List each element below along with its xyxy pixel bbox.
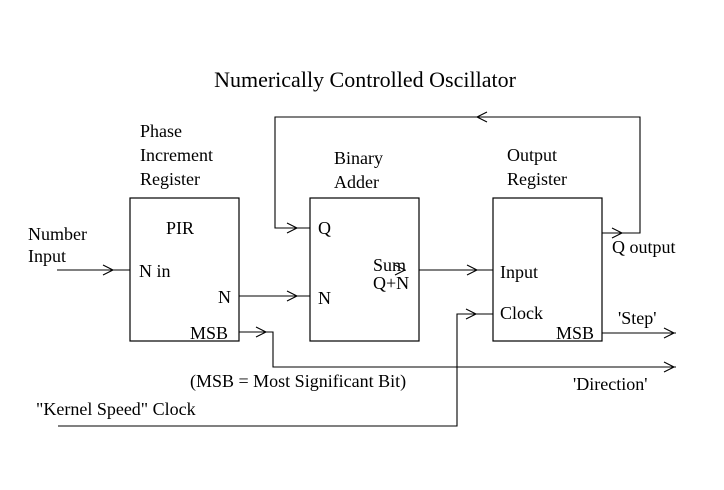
pir-port-n-in: N in [139,261,171,281]
output-register-port-input: Input [500,262,538,282]
output-register-block: Output Register Input Clock MSB [492,145,603,343]
arrow-step [663,327,676,339]
adder-port-sum: Sum [373,255,406,275]
wires [57,111,676,427]
arrow-feedback-top [475,111,488,123]
arrow-clock [465,308,478,320]
adder-caption-line-2: Adder [334,172,379,192]
arrow-feedback-q-in [286,222,299,234]
wire-feedback-q [274,116,641,234]
number-input-label-line-1: Number [28,224,87,244]
number-input-label-line-2: Input [28,246,66,266]
pir-box [129,197,240,342]
q-output-label: Q output [612,237,676,257]
adder-block: Binary Adder Q N Sum Q+N [309,148,420,342]
msb-note: (MSB = Most Significant Bit) [190,371,406,392]
adder-port-sum-formula: Q+N [373,273,409,293]
pir-port-n-out: N [218,287,231,307]
pir-port-msb: MSB [190,323,228,343]
output-register-port-clock: Clock [500,303,543,323]
output-register-port-msb: MSB [556,323,594,343]
pir-caption-line-1: Phase [140,121,182,141]
adder-box [309,197,420,342]
arrow-msb-direction-b [663,361,676,373]
adder-caption-line-1: Binary [334,148,383,168]
arrow-sum-to-input-a [394,264,407,276]
step-label: 'Step' [618,308,657,328]
pir-caption-line-2: Increment [140,145,213,165]
output-register-caption-line-2: Register [507,169,567,189]
adder-port-q: Q [318,218,331,238]
arrow-pir-to-adder-n [286,290,299,302]
arrow-msb-direction-a [255,326,268,338]
pir-caption-line-3: Register [140,169,200,189]
pir-name: PIR [166,218,194,238]
arrow-number-input [102,264,115,276]
diagram-title: Numerically Controlled Oscillator [214,67,516,92]
direction-label: 'Direction' [573,374,647,394]
arrow-sum-to-input-b [466,264,479,276]
output-register-caption-line-1: Output [507,145,557,165]
wire-msb-direction [239,331,676,368]
adder-port-n: N [318,288,331,308]
clock-label: "Kernel Speed" Clock [36,399,196,419]
pir-block: Phase Increment Register PIR N in N MSB [129,121,240,343]
arrow-feedback-q-out [611,227,624,239]
